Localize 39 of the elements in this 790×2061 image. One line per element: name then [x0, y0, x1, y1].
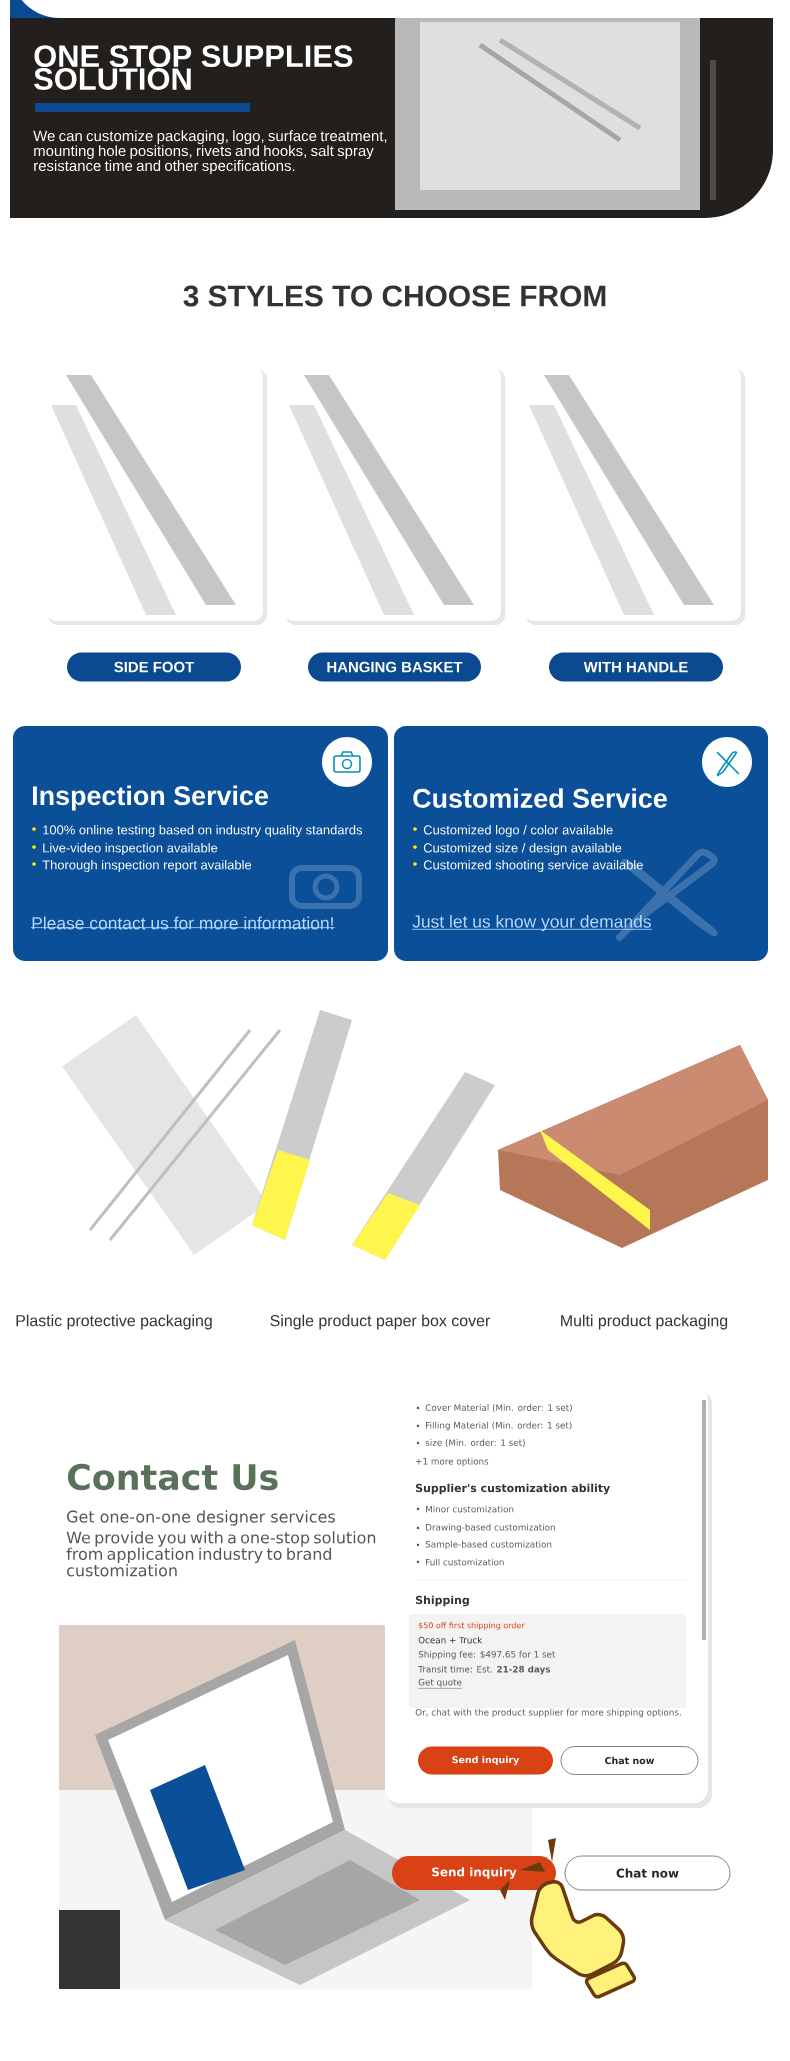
- section-heading: Supplier's customization ability: [416, 1483, 610, 1495]
- chat-button: Chat now: [564, 1855, 731, 1891]
- info-text: Transit time: Est. 21-28 days: [418, 1665, 551, 1675]
- caption: Plastic protective packaging: [16, 1314, 212, 1330]
- body-text: We provide you with a one-stop solution from application industry to brand customization: [66, 1531, 376, 1577]
- caption: Single product paper box cover: [270, 1314, 490, 1330]
- banner-text: We can customize packaging, logo, surface treatment, mounting hole positions, rivets and hooks, salt spray resistance time and other specifications.: [33, 130, 387, 174]
- contact-heading: Contact Us: [67, 1463, 278, 1491]
- style-button: WITH HANDLE: [549, 652, 723, 682]
- send-inquiry-button: Send inquiry: [392, 1856, 556, 1890]
- info-text: Ocean + Truck: [418, 1636, 483, 1644]
- body-text: Get one-on-one designer services: [67, 1510, 335, 1526]
- info-text: Shipping fee: $497.65 for 1 set: [418, 1650, 556, 1660]
- list-item: Customized logo / color available: [413, 824, 613, 838]
- style-button: SIDE FOOT: [67, 652, 241, 682]
- list-item: Minor customization: [416, 1505, 514, 1513]
- style-button: HANGING BASKET: [308, 652, 481, 682]
- chat-button: Chat now: [560, 1746, 699, 1775]
- link: Get quote: [417, 1678, 463, 1689]
- list-item: Customized shooting service available: [413, 859, 643, 873]
- note: Or, chat with the product supplier for more shipping options.: [415, 1708, 681, 1718]
- link: Just let us know your demands: [411, 914, 653, 932]
- card-heading: Inspection Service: [33, 785, 268, 811]
- list-item: Thorough inspection report available: [32, 859, 252, 873]
- list-item: 100% online testing based on industry quality standards: [32, 824, 363, 838]
- card-heading: Customized Service: [413, 788, 667, 808]
- list-item: Live-video inspection available: [32, 842, 218, 856]
- list-item: Cover Material (Min. order: 1 set): [416, 1404, 572, 1412]
- list-item: Full customization: [416, 1558, 504, 1566]
- section-heading: 3 STYLES TO CHOOSE FROM: [183, 285, 606, 307]
- list-item: size (Min. order: 1 set): [416, 1439, 525, 1447]
- list-item: Sample-based customization: [416, 1540, 552, 1550]
- section-heading: Shipping: [416, 1595, 469, 1607]
- caption: Multi product packaging: [561, 1314, 728, 1330]
- list-item: Drawing-based customization: [416, 1523, 555, 1533]
- list-item: Filling Material (Min. order: 1 set): [416, 1421, 572, 1431]
- list-item: Customized size / design available: [413, 842, 622, 856]
- banner-title: ONE STOP SUPPLIES SOLUTION: [34, 45, 353, 112]
- info-text: +1 more options: [416, 1457, 489, 1467]
